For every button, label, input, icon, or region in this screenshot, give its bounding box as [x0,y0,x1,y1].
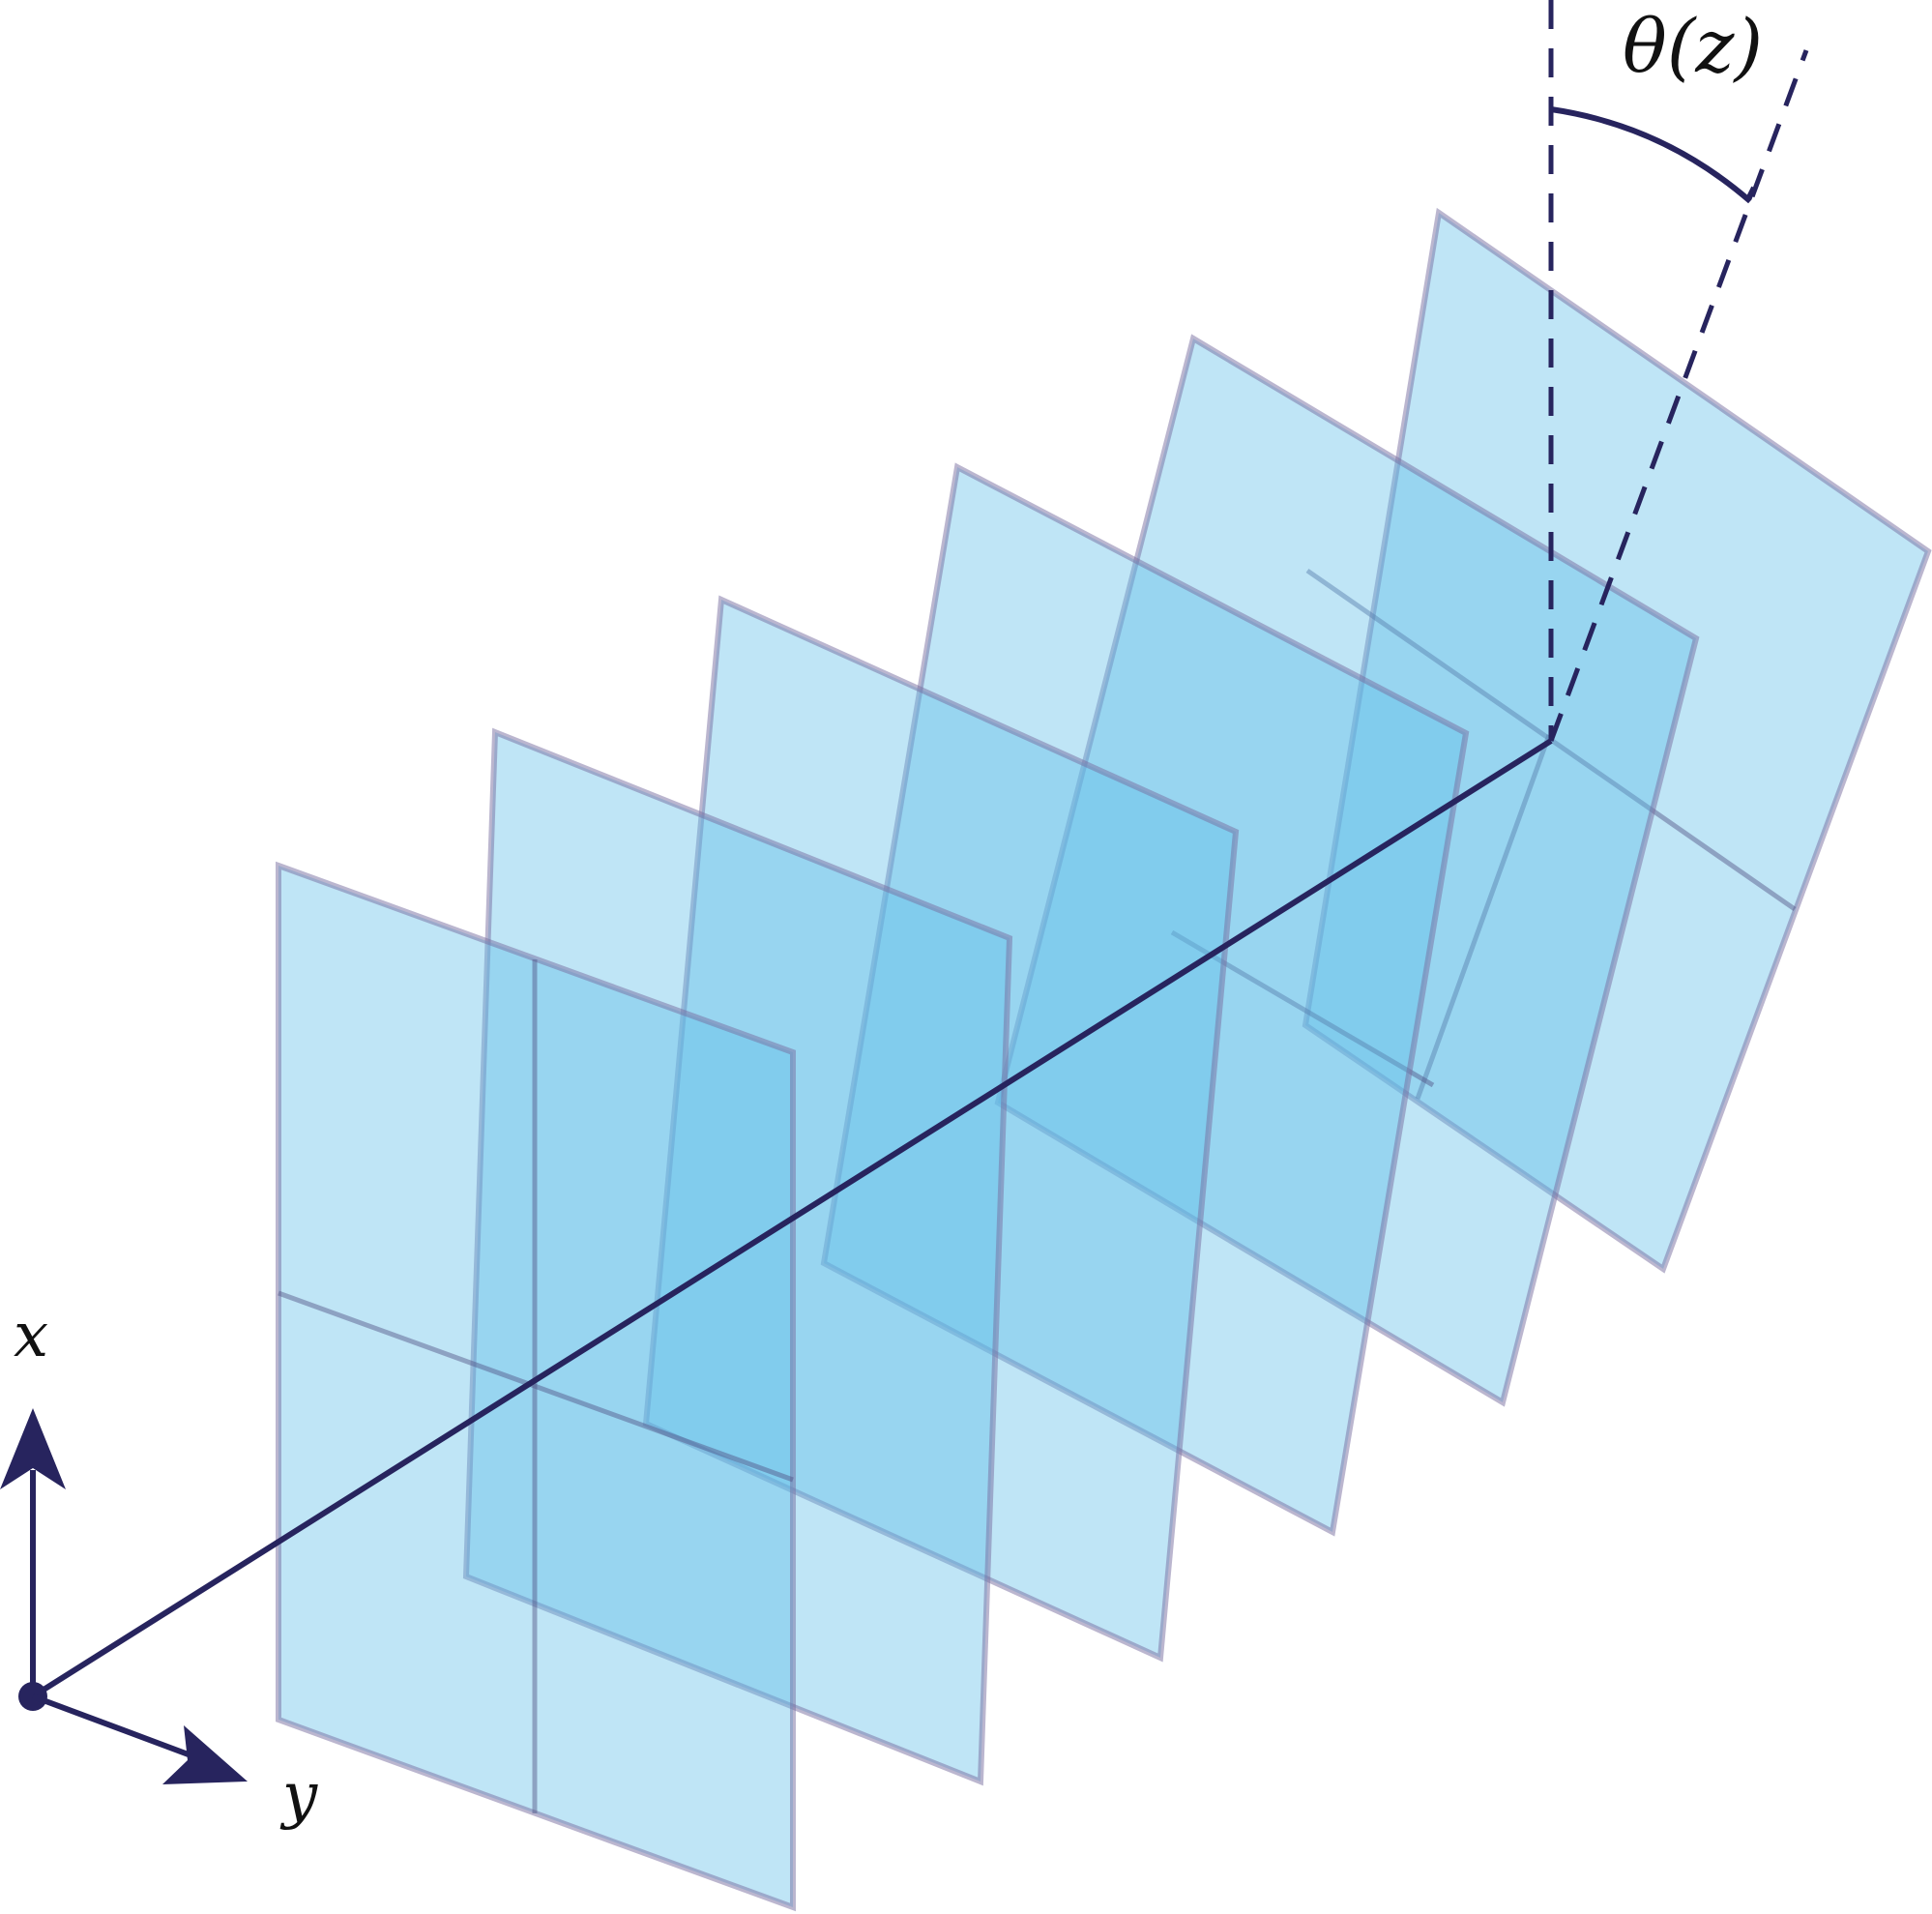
x-axis-label: x [14,1300,48,1371]
angle-arc [1550,106,1752,204]
y-axis-arrow-line [31,1693,195,1759]
y-axis-label: y [279,1760,318,1832]
angle-arc-end-tick [1745,186,1757,201]
plane-6 [1302,207,1932,1274]
plane-1 [276,861,796,1912]
rotated-axis-dashed-line [1548,49,1809,742]
x-axis-arrowhead [0,1408,66,1489]
y-axis-arrowhead [162,1725,248,1784]
angle-label: θ(z) [1623,3,1763,89]
plane-2 [462,727,1013,1786]
propagation-axis [31,738,1553,1699]
